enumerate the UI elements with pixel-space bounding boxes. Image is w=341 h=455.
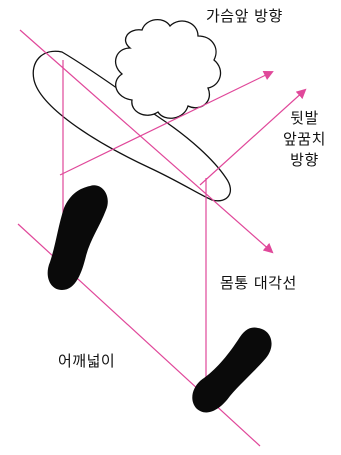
chest-direction-arrow — [59, 70, 274, 176]
head-outline — [114, 19, 222, 119]
heel-toe-label-line-2: 앞꿈치 — [283, 130, 326, 148]
shoulder-width-label: 어깨넓이 — [58, 352, 116, 370]
heel-toe-label-line-1: 뒷발 — [290, 109, 319, 127]
chest-direction-label: 가슴앞 방향 — [206, 7, 283, 25]
torso-diagonal-arrow — [19, 29, 274, 254]
left-foot — [47, 185, 108, 290]
right-foot — [192, 327, 272, 413]
torso-diagonal-label: 몸통 대각선 — [220, 274, 297, 292]
heel-toe-label-line-3: 방향 — [290, 151, 319, 169]
heel-toe-direction-label: 뒷발 앞꿈치 방향 — [283, 108, 326, 171]
heel-toe-direction-arrow — [199, 88, 307, 186]
torso-outline — [32, 50, 231, 202]
